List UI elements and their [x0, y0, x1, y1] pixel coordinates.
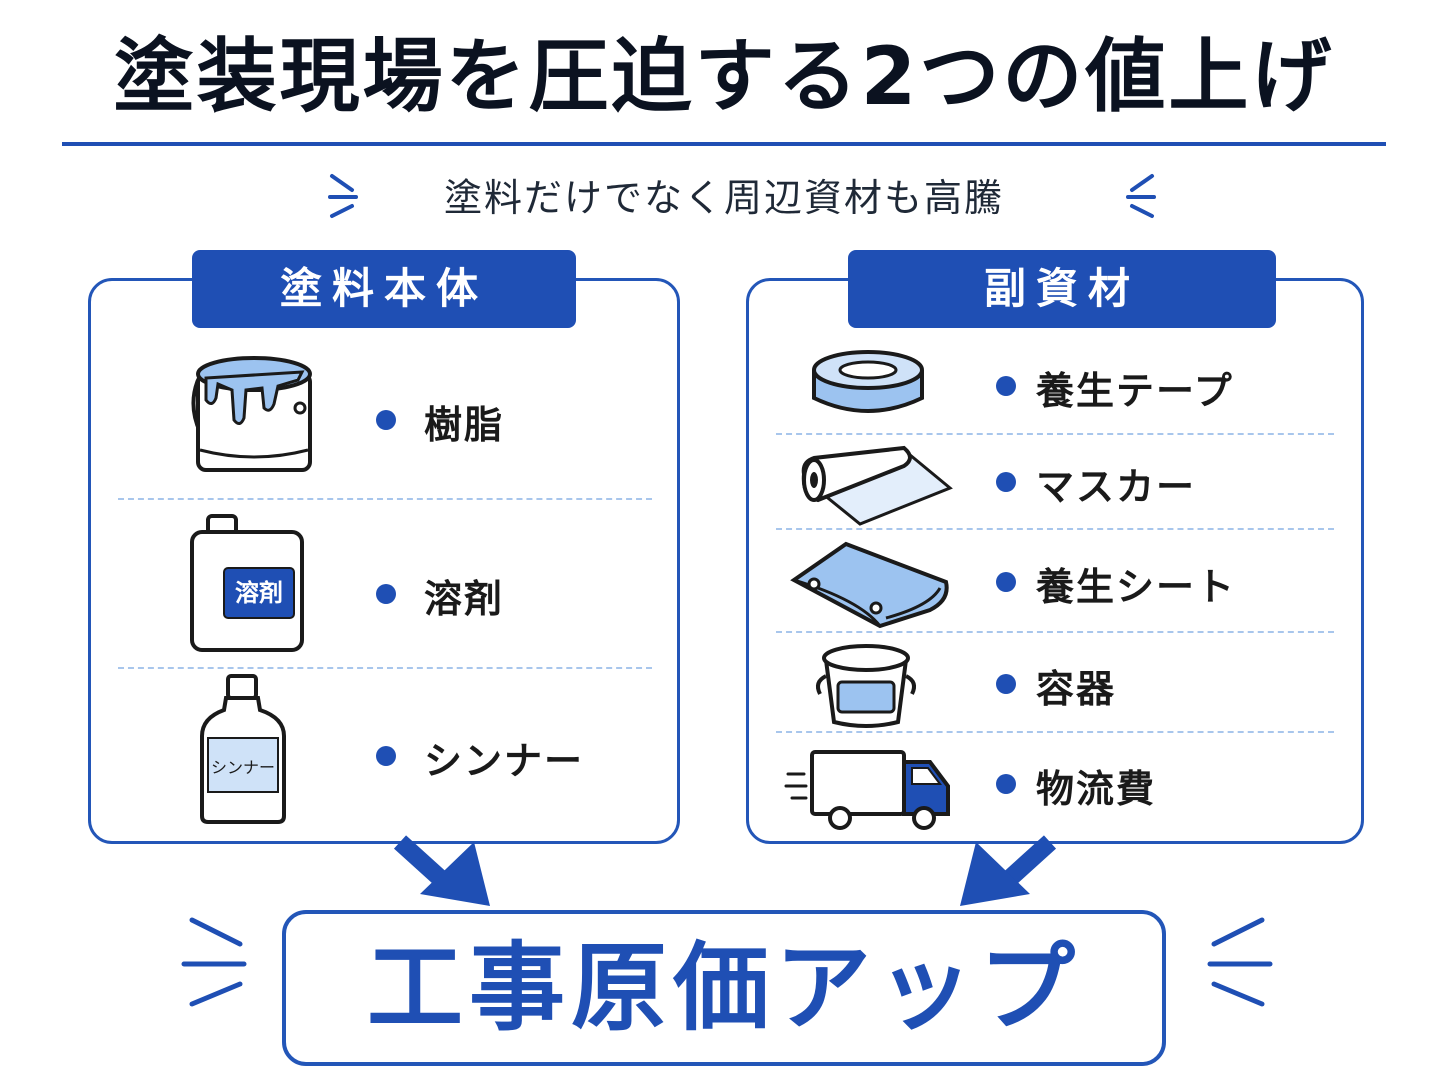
subtitle: 塗料だけでなく周辺資材も高騰: [443, 176, 1004, 220]
bullet: [996, 472, 1016, 492]
burst-lines-left-icon: [181, 917, 247, 1007]
item-logistics-cost: 物流費: [1036, 767, 1157, 811]
bullet: [996, 376, 1016, 396]
divider: [118, 498, 652, 500]
item-solvent: 溶剤: [424, 577, 505, 621]
burst-lines-right-icon: [1207, 917, 1273, 1007]
arrow-down-left-icon: [960, 835, 1057, 906]
folded-sheet-icon: [790, 541, 949, 629]
bullet: [996, 572, 1016, 592]
item-curing-tape: 養生テープ: [1036, 369, 1234, 413]
burst-lines-left-icon: [328, 174, 358, 218]
delivery-truck-icon: [784, 750, 950, 830]
bullet: [996, 674, 1016, 694]
solvent-jug-icon: 溶剤: [190, 514, 304, 652]
thinner-bottle-icon: シンナー: [200, 674, 286, 824]
divider: [776, 631, 1334, 633]
result-box: [282, 910, 1166, 1066]
bullet: [376, 746, 396, 766]
tape-roll-icon: [812, 350, 924, 413]
item-thinner: シンナー: [424, 739, 585, 783]
bullet: [996, 774, 1016, 794]
divider: [118, 667, 652, 669]
container-bucket-icon: [816, 644, 916, 728]
title-underline: [62, 142, 1386, 146]
paint-body-heading: 塗料本体: [192, 250, 576, 328]
arrow-down-right-icon: [393, 835, 490, 906]
result-text: 工事原価アップ: [367, 932, 1081, 1044]
divider: [776, 731, 1334, 733]
divider: [776, 528, 1334, 530]
secondary-materials-heading: 副資材: [848, 250, 1276, 328]
masker-roll-icon: [801, 445, 953, 526]
paint-can-icon: [191, 356, 312, 472]
bullet: [376, 410, 396, 430]
solvent-jug-label: 溶剤: [235, 579, 283, 607]
item-resin: 樹脂: [424, 403, 505, 447]
item-container: 容器: [1036, 667, 1117, 711]
thinner-bottle-label: シンナー: [211, 758, 275, 777]
item-curing-sheet: 養生シート: [1036, 565, 1237, 609]
burst-lines-right-icon: [1126, 174, 1156, 218]
page-title: 塗装現場を圧迫する2つの値上げ: [113, 30, 1335, 123]
divider: [776, 433, 1334, 435]
bullet: [376, 584, 396, 604]
item-masker: マスカー: [1036, 465, 1197, 509]
